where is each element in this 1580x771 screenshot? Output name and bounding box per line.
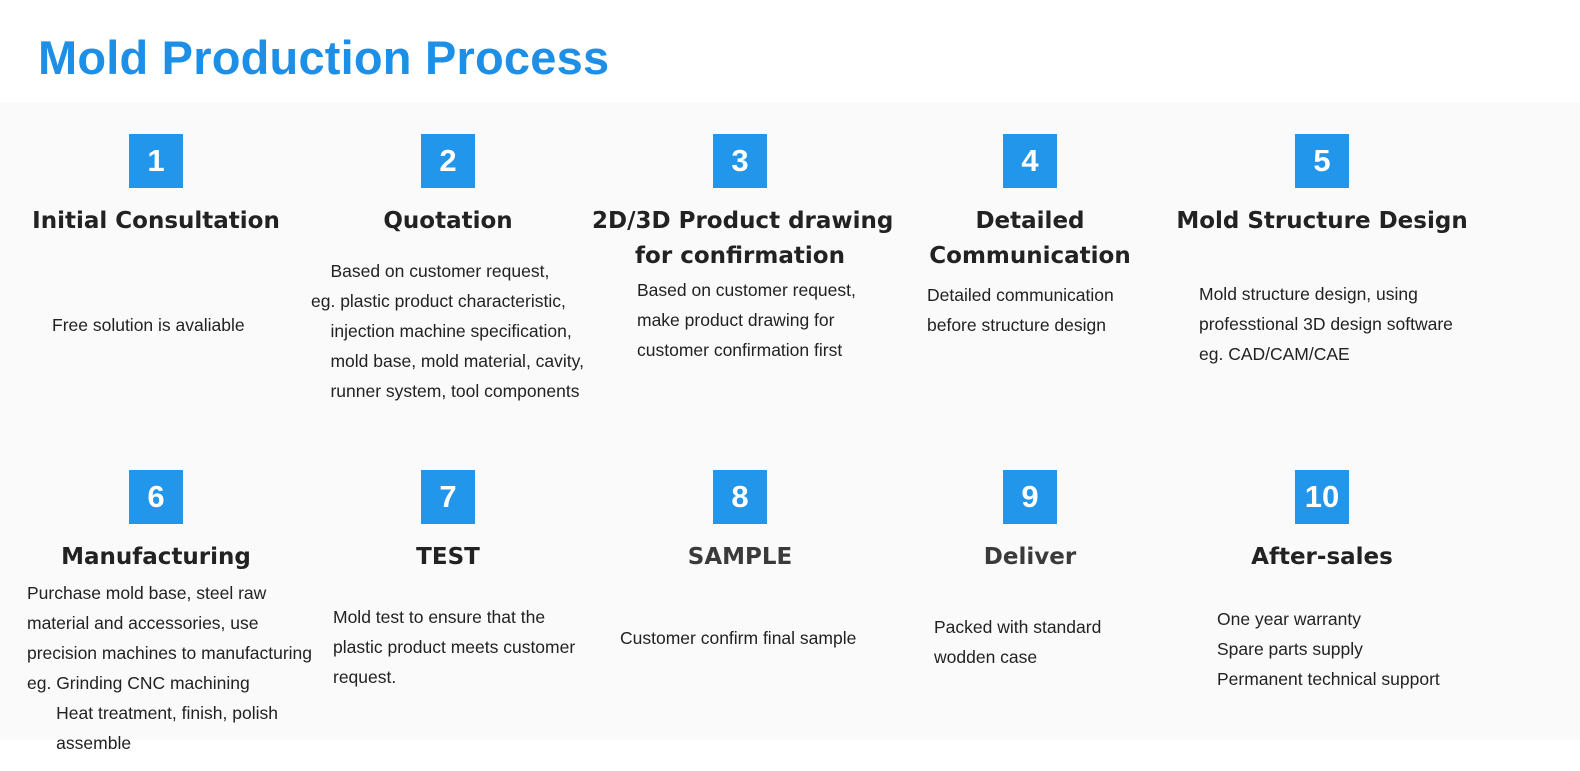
step-number-badge: 4 (1003, 134, 1057, 188)
step-9: 9 Deliver (882, 470, 1178, 575)
step-description: Customer confirm final sample (620, 628, 857, 648)
step-number-badge: 3 (713, 134, 767, 188)
step-description: Detailed communication before structure … (927, 285, 1114, 335)
step-number-badge: 6 (129, 470, 183, 524)
step-title: Manufacturing (61, 544, 251, 570)
step-number-badge: 10 (1295, 470, 1349, 524)
step-title: After-sales (1251, 544, 1393, 570)
step-description: Based on customer request, make product … (637, 280, 856, 360)
step-5: 5 Mold Structure Design (1174, 134, 1470, 239)
step-8: 8 SAMPLE (592, 470, 888, 575)
step-number-badge: 5 (1295, 134, 1349, 188)
step-description: Based on customer request, eg. plastic p… (311, 261, 584, 401)
step-title: 2D/3D Product drawing for confirmation (592, 208, 894, 269)
step-description: Free solution is avaliable (52, 315, 245, 335)
step-title: Detailed Communication (929, 208, 1131, 269)
step-3: 3 2D/3D Product drawing for confirmation (592, 134, 894, 274)
step-title: Mold Structure Design (1176, 208, 1468, 234)
step-number-badge: 7 (421, 470, 475, 524)
step-description: Packed with standard wodden case (934, 617, 1102, 667)
step-1: 1 Initial Consultation (8, 134, 304, 239)
step-number-badge: 1 (129, 134, 183, 188)
step-title: Quotation (383, 208, 513, 234)
step-title: Deliver (983, 544, 1077, 570)
step-description: Mold structure design, using professtion… (1199, 284, 1453, 364)
process-panel: 1 Initial Consultation Free solution is … (0, 102, 1580, 753)
step-description: Purchase mold base, steel raw material a… (27, 583, 313, 753)
step-title: SAMPLE (687, 544, 793, 570)
step-6: 6 Manufacturing (8, 470, 304, 575)
step-number-badge: 8 (713, 470, 767, 524)
step-7: 7 TEST (300, 470, 596, 575)
step-description: Mold test to ensure that the plastic pro… (333, 607, 576, 687)
step-title: Initial Consultation (32, 208, 280, 234)
step-10: 10 After-sales (1174, 470, 1470, 575)
step-4: 4 Detailed Communication (882, 134, 1178, 274)
page-title: Mold Production Process (38, 31, 610, 84)
step-title: TEST (416, 544, 480, 570)
step-2: 2 Quotation (300, 134, 596, 239)
step-number-badge: 2 (421, 134, 475, 188)
step-description: One year warranty Spare parts supply Per… (1217, 609, 1440, 689)
step-number-badge: 9 (1003, 470, 1057, 524)
